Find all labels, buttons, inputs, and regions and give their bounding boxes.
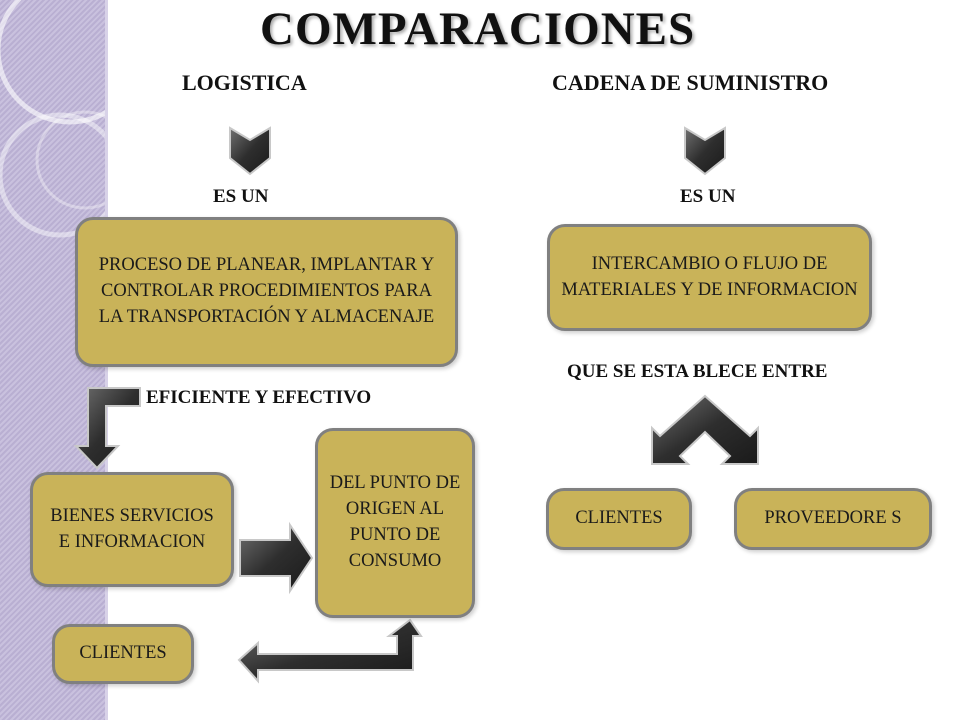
label-es-un-left: ES UN <box>213 186 269 207</box>
box-clientes-left: CLIENTES <box>52 624 194 684</box>
bent-arrow-down-icon <box>73 387 141 470</box>
box-proveedores: PROVEEDORE S <box>734 488 932 550</box>
split-arrow-icon <box>651 394 759 465</box>
arrow-right-icon <box>239 521 314 595</box>
sidebar-circles <box>0 0 105 238</box>
chevron-down-icon-left <box>229 126 271 176</box>
label-eficiente: EFICIENTE Y EFECTIVO <box>146 387 372 408</box>
box-intercambio: INTERCAMBIO O FLUJO DE MATERIALES Y DE I… <box>547 224 872 331</box>
bent-arrow-return-icon <box>237 618 423 684</box>
page-title: COMPARACIONES <box>260 3 696 55</box>
label-que-se-establece: QUE SE ESTA BLECE ENTRE <box>567 361 828 382</box>
header-cadena-suministro: CADENA DE SUMINISTRO <box>552 70 829 95</box>
box-clientes-right: CLIENTES <box>546 488 692 550</box>
box-bienes: BIENES SERVICIOS E INFORMACION <box>30 472 234 587</box>
box-proceso: PROCESO DE PLANEAR, IMPLANTAR Y CONTROLA… <box>75 217 458 367</box>
header-logistica: LOGISTICA <box>182 70 307 95</box>
chevron-down-icon-right <box>684 126 726 176</box>
label-es-un-right: ES UN <box>680 186 736 207</box>
box-punto-origen: DEL PUNTO DE ORIGEN AL PUNTO DE CONSUMO <box>315 428 475 618</box>
